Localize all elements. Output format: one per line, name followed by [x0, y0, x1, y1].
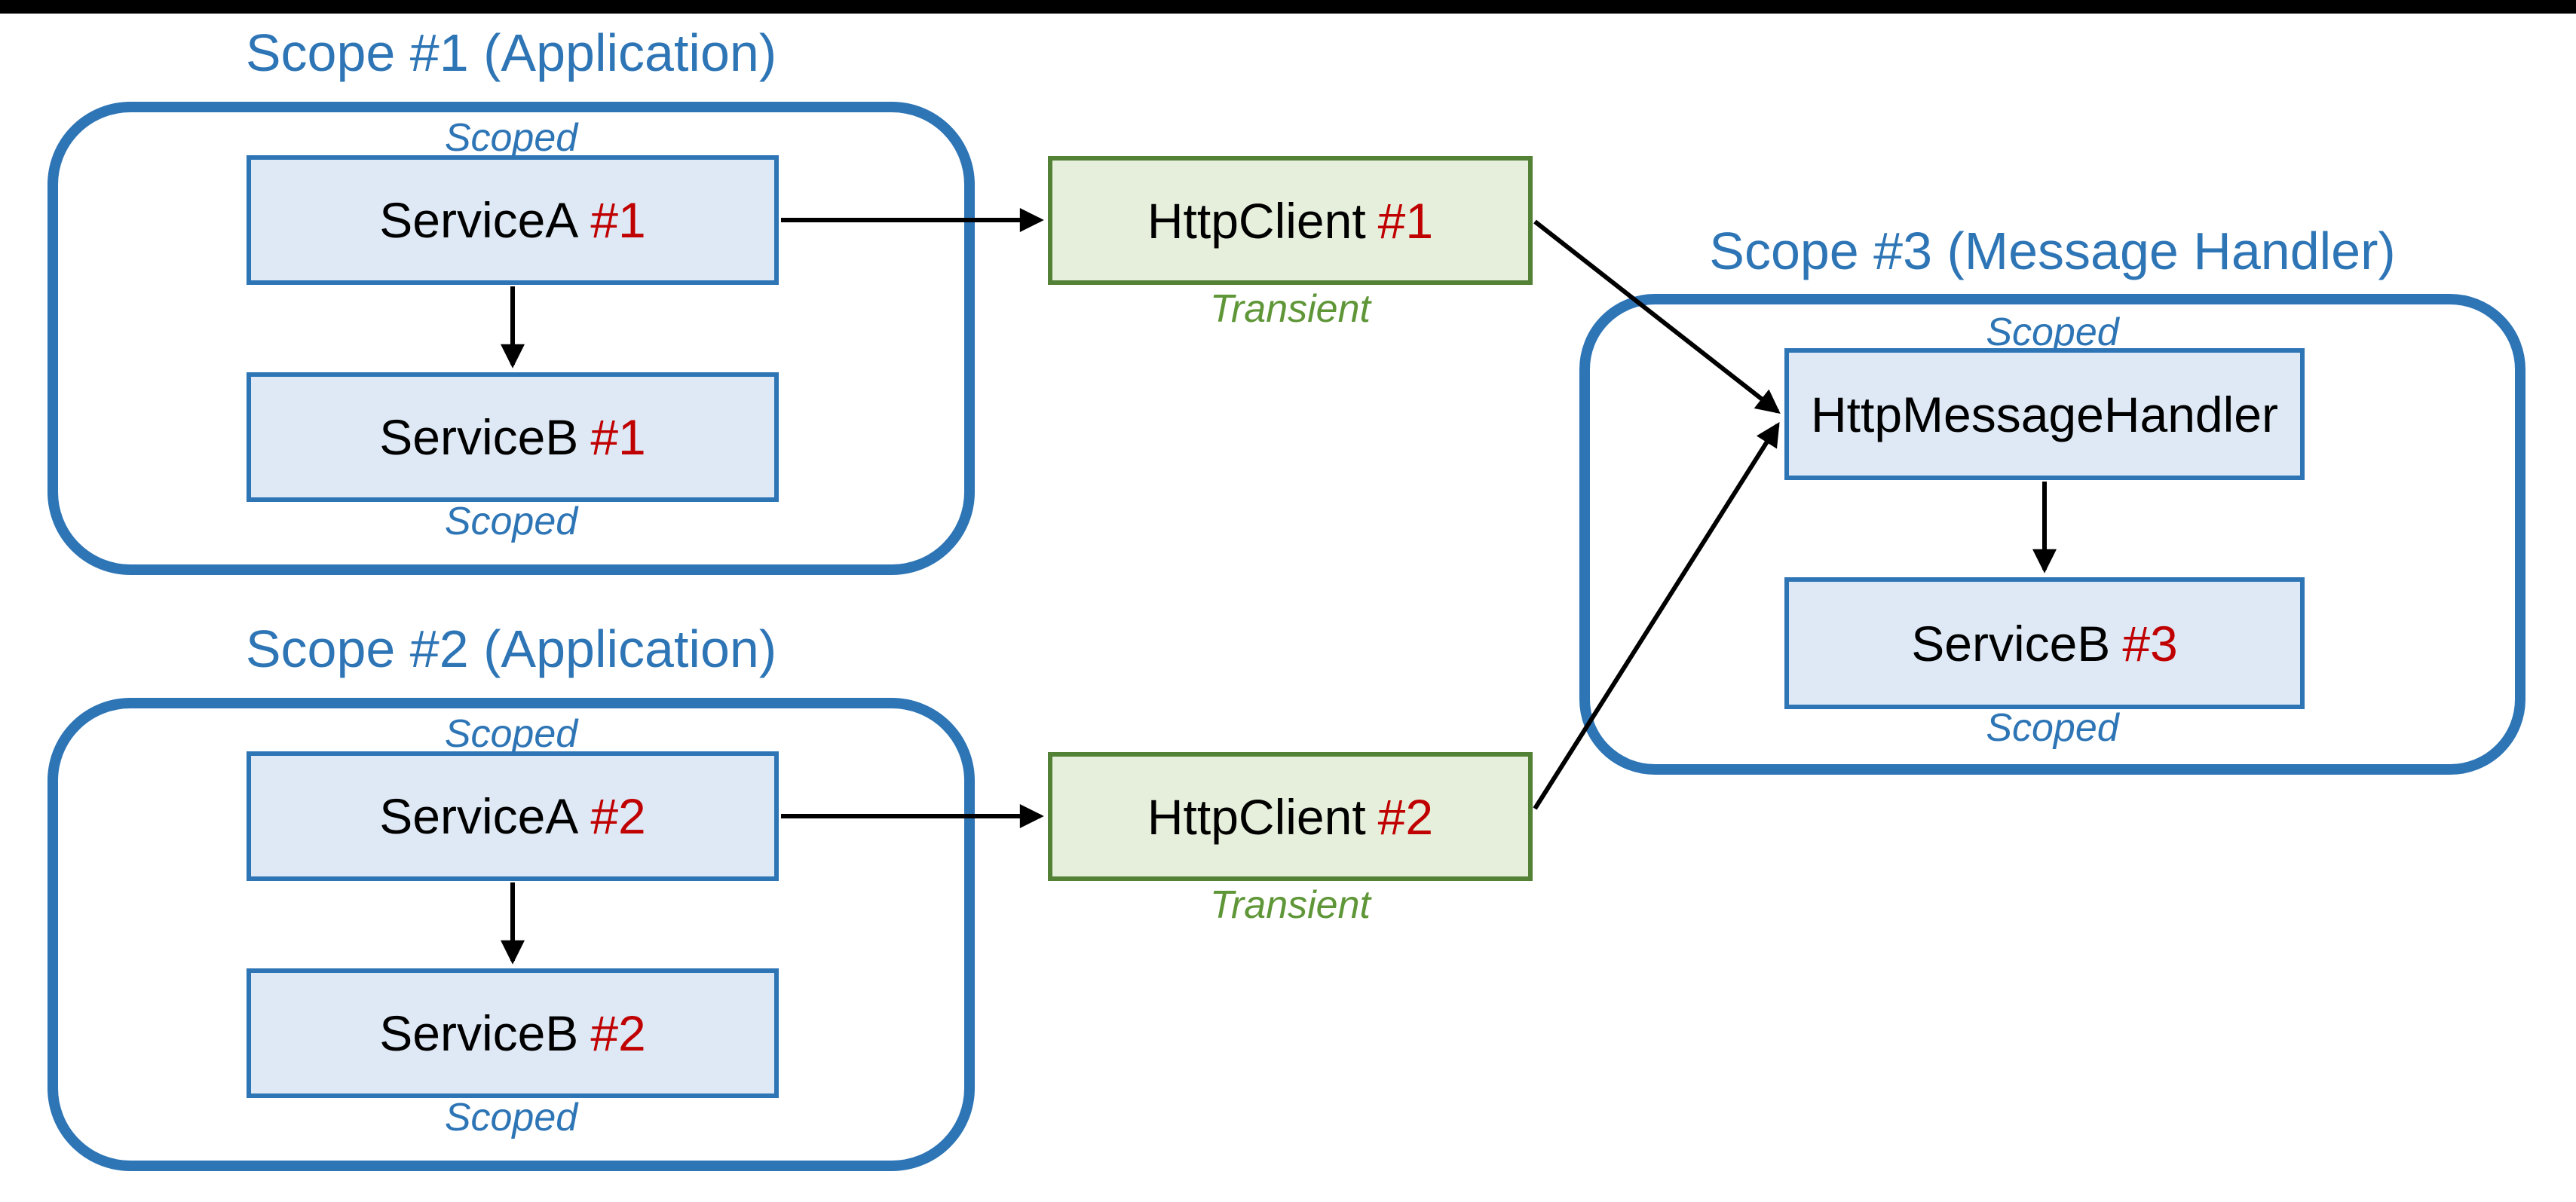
serviceb3-instance: #3	[2122, 615, 2178, 671]
scope3-scoped-bottom-label: Scoped	[1986, 706, 2119, 750]
scope1-scoped-top-label: Scoped	[444, 116, 578, 160]
servicea2-label: ServiceA	[379, 788, 579, 844]
serviceb3-label: ServiceB	[1911, 615, 2111, 671]
serviceb3-box: ServiceB #3	[1784, 577, 2305, 709]
scope3-title: Scope #3 (Message Handler)	[1709, 222, 2396, 280]
scope2-scoped-bottom-label: Scoped	[444, 1096, 578, 1139]
httpclient2-label: HttpClient	[1147, 788, 1366, 845]
httpclient1-transient-label: Transient	[1210, 287, 1371, 331]
httpclient1-box: HttpClient #1	[1048, 156, 1533, 285]
scope1-scoped-bottom-label: Scoped	[444, 500, 578, 543]
serviceb1-box: ServiceB #1	[247, 372, 779, 502]
httpclient2-box: HttpClient #2	[1048, 752, 1533, 881]
scope3-boundary	[1579, 294, 2525, 775]
httpclient1-instance: #1	[1377, 192, 1434, 249]
httpmessagehandler-label: HttpMessageHandler	[1811, 386, 2278, 442]
scope3-scoped-top-label: Scoped	[1986, 310, 2119, 354]
httpmessagehandler-box: HttpMessageHandler	[1784, 348, 2305, 480]
serviceb2-label: ServiceB	[379, 1005, 579, 1061]
serviceb2-box: ServiceB #2	[247, 968, 779, 1098]
scope1-title: Scope #1 (Application)	[245, 23, 777, 82]
httpclient2-instance: #2	[1377, 788, 1434, 845]
serviceb1-instance: #1	[590, 409, 646, 465]
serviceb1-label: ServiceB	[379, 409, 579, 465]
servicea1-box: ServiceA #1	[247, 155, 779, 285]
top-black-bar	[0, 0, 2576, 14]
scope2-title: Scope #2 (Application)	[245, 619, 777, 678]
serviceb2-instance: #2	[590, 1005, 646, 1061]
httpclient1-label: HttpClient	[1147, 192, 1366, 249]
servicea1-instance: #1	[590, 192, 646, 248]
scope2-scoped-top-label: Scoped	[444, 712, 578, 756]
httpclient2-transient-label: Transient	[1210, 883, 1371, 927]
servicea2-instance: #2	[590, 788, 646, 844]
servicea2-box: ServiceA #2	[247, 751, 779, 881]
servicea1-label: ServiceA	[379, 192, 579, 248]
